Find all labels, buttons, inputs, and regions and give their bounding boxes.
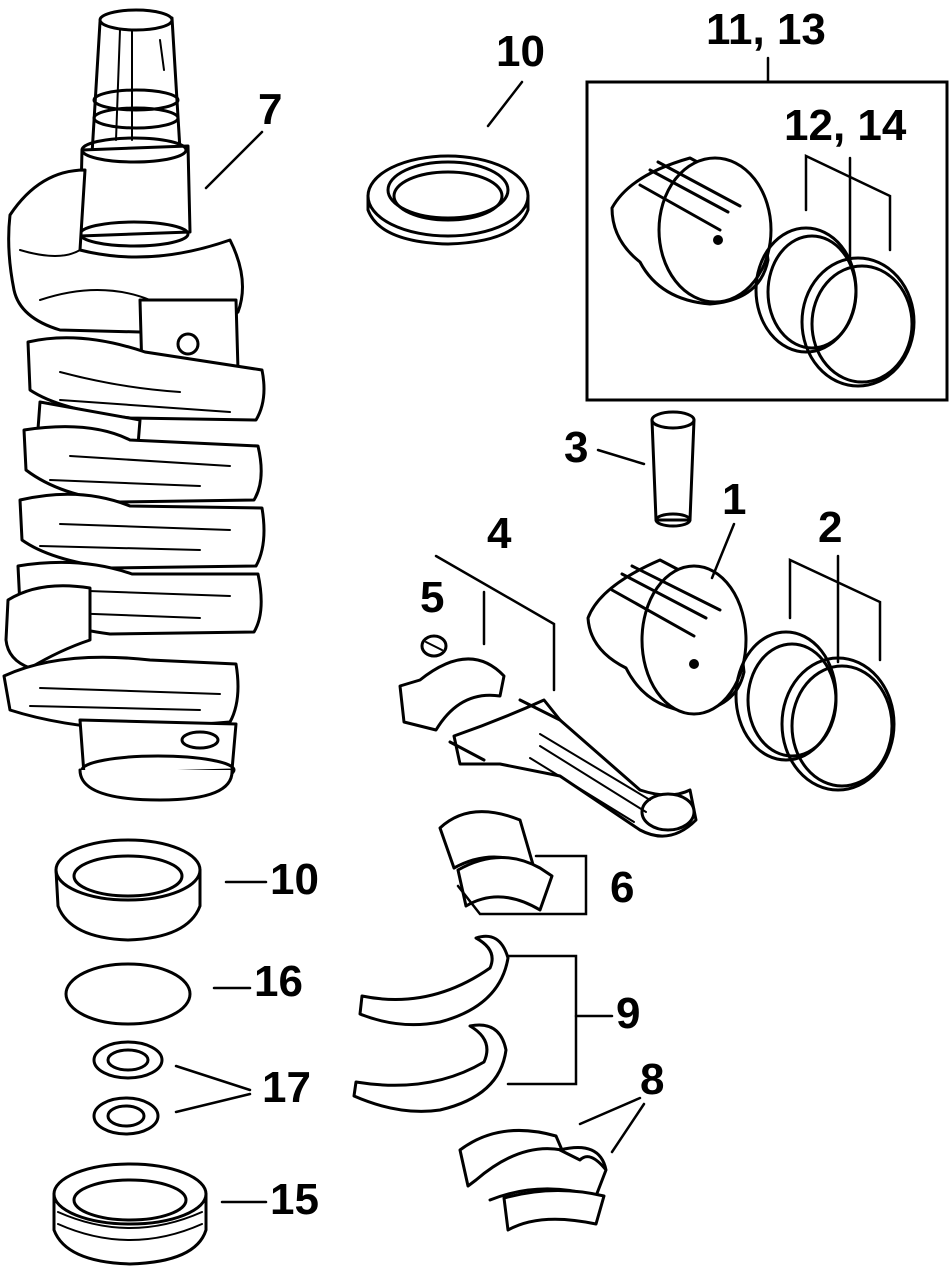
label-8: 8 — [640, 1055, 664, 1104]
label-9: 9 — [616, 989, 640, 1038]
piston-kit-box — [585, 80, 949, 402]
piston-kit[interactable] — [610, 156, 916, 388]
seal-lower[interactable] — [52, 1162, 208, 1266]
rod-nut[interactable] — [420, 634, 448, 658]
thrust-washers[interactable] — [352, 934, 510, 1113]
main-bearings[interactable] — [458, 1128, 608, 1232]
seal-left[interactable] — [54, 838, 202, 942]
crankshaft[interactable] — [2, 8, 266, 802]
label-15: 15 — [270, 1175, 319, 1224]
label-1: 1 — [722, 475, 746, 524]
rod-bearings[interactable] — [438, 810, 554, 912]
label-6: 6 — [610, 863, 634, 912]
label-7: 7 — [258, 85, 282, 134]
label-10-left: 10 — [270, 855, 319, 904]
label-11-13: 11, 13 — [706, 5, 826, 54]
seal-top[interactable] — [366, 154, 530, 246]
small-seal-bottom[interactable] — [92, 1096, 160, 1136]
piston-rings[interactable] — [734, 630, 896, 792]
o-ring[interactable] — [64, 962, 192, 1026]
piston-pin[interactable] — [650, 410, 696, 528]
label-12-14: 12, 14 — [784, 101, 907, 150]
label-16: 16 — [254, 957, 303, 1006]
label-4: 4 — [487, 509, 512, 558]
connecting-rod[interactable] — [398, 657, 698, 838]
label-5: 5 — [420, 573, 444, 622]
label-17: 17 — [262, 1063, 311, 1112]
label-3: 3 — [564, 423, 588, 472]
small-seal-top[interactable] — [92, 1040, 164, 1080]
piston[interactable] — [586, 558, 748, 716]
label-2: 2 — [818, 503, 842, 552]
label-10-top: 10 — [496, 27, 545, 76]
